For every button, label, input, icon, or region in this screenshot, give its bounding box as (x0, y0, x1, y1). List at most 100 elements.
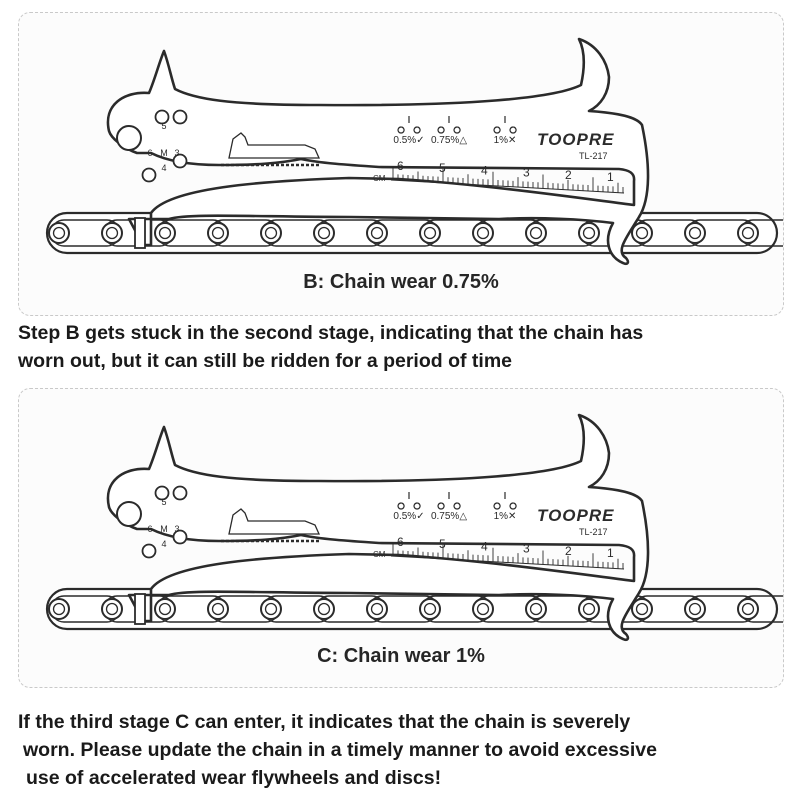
ruler-number: 5 (439, 537, 446, 551)
chain-roller (313, 598, 335, 620)
ruler-unit: CM (373, 550, 386, 559)
chain-pin (211, 226, 225, 240)
brand-logo: TOOPRE (537, 506, 614, 525)
chain-roller (48, 222, 70, 244)
hole-label: 3 (174, 524, 179, 534)
chain-pin (317, 226, 331, 240)
tool-hook-tab (134, 593, 146, 625)
bike-chain (45, 211, 783, 255)
chain-roller (101, 222, 123, 244)
tool-body (106, 37, 650, 266)
hex-hole (172, 529, 188, 545)
chain-roller (737, 598, 759, 620)
chain-roller (260, 222, 282, 244)
chain-pin (741, 226, 755, 240)
chain-pin (158, 226, 172, 240)
chain-pin (688, 602, 702, 616)
chain-roller (684, 222, 706, 244)
wear-pin-icon (493, 492, 517, 510)
hole-label: 4 (161, 163, 166, 173)
bike-chain (45, 587, 783, 631)
chain-pin (635, 226, 649, 240)
ruler-unit: CM (373, 174, 386, 183)
chain-roller (631, 222, 653, 244)
hole-label: 3 (174, 148, 179, 158)
chain-roller (154, 222, 176, 244)
wear-pin-icon (397, 492, 421, 510)
step-c-note: If the third stage C can enter, it indic… (18, 708, 788, 792)
tool-hook-tab (134, 217, 146, 249)
note-line: worn out, but it can still be ridden for… (18, 350, 513, 372)
chain-roller (366, 222, 388, 244)
chain-roller (525, 598, 547, 620)
wear-mark-label: 1%✕ (494, 135, 517, 146)
chain-roller (419, 598, 441, 620)
hole-label: 5 (161, 121, 166, 131)
ruler-number: 3 (523, 166, 530, 180)
chain-roller (578, 598, 600, 620)
chain-pin (635, 602, 649, 616)
wear-pin-icon (437, 492, 461, 510)
chain-pin (529, 226, 543, 240)
chain-pin (105, 602, 119, 616)
ruler-number: 2 (565, 168, 572, 182)
chain-roller (525, 222, 547, 244)
hex-hole (141, 167, 157, 183)
tool-body (106, 413, 650, 642)
chain-pin (317, 602, 331, 616)
ruler-number: 4 (481, 163, 488, 177)
chain-roller (207, 222, 229, 244)
chain-pin (529, 602, 543, 616)
chain-roller (631, 598, 653, 620)
chain-pin (423, 602, 437, 616)
chain-roller (313, 222, 335, 244)
wear-pin-icon (493, 116, 517, 134)
ruler-number: 5 (439, 161, 446, 175)
chain-roller (207, 598, 229, 620)
ruler-number: 6 (397, 535, 404, 549)
chain-roller (366, 598, 388, 620)
chain-pin (370, 602, 384, 616)
ruler-baseline (390, 179, 625, 194)
hole-label: 6 (147, 524, 152, 534)
chain-pin (476, 602, 490, 616)
chain-roller (578, 222, 600, 244)
caption-c: C: Chain wear 1% (317, 645, 485, 667)
chain-roller (472, 598, 494, 620)
hole-6mm (116, 501, 142, 527)
ruler-number: 3 (523, 542, 530, 556)
wear-mark-label: 1%✕ (494, 511, 517, 522)
ruler-number: 4 (481, 539, 488, 553)
chain-pin (741, 602, 755, 616)
wear-mark-label: 0.75%△ (431, 511, 467, 522)
chain-pin (370, 226, 384, 240)
chain-roller (48, 598, 70, 620)
note-line: use of accelerated wear flywheels and di… (26, 767, 442, 789)
chain-roller (684, 598, 706, 620)
hex-hole (172, 485, 188, 501)
chain-pin (52, 602, 66, 616)
chain-pin (582, 602, 596, 616)
chain-pin (423, 226, 437, 240)
ruler-baseline (390, 555, 625, 570)
hole-6mm (116, 125, 142, 151)
wear-mark-label: 0.5%✓ (393, 135, 424, 146)
hole-label: M (160, 148, 168, 158)
chain-pin (476, 226, 490, 240)
note-line: If the third stage C can enter, it indic… (18, 711, 631, 733)
note-line: Step B gets stuck in the second stage, i… (18, 322, 644, 344)
mini-tool-sketch (228, 132, 321, 159)
hole-label: 6 (147, 148, 152, 158)
chain-roller (154, 598, 176, 620)
hole-label: M (160, 524, 168, 534)
brand-logo: TOOPRE (537, 130, 614, 149)
chain-roller (737, 222, 759, 244)
hex-hole (172, 109, 188, 125)
hole-label: 4 (161, 539, 166, 549)
